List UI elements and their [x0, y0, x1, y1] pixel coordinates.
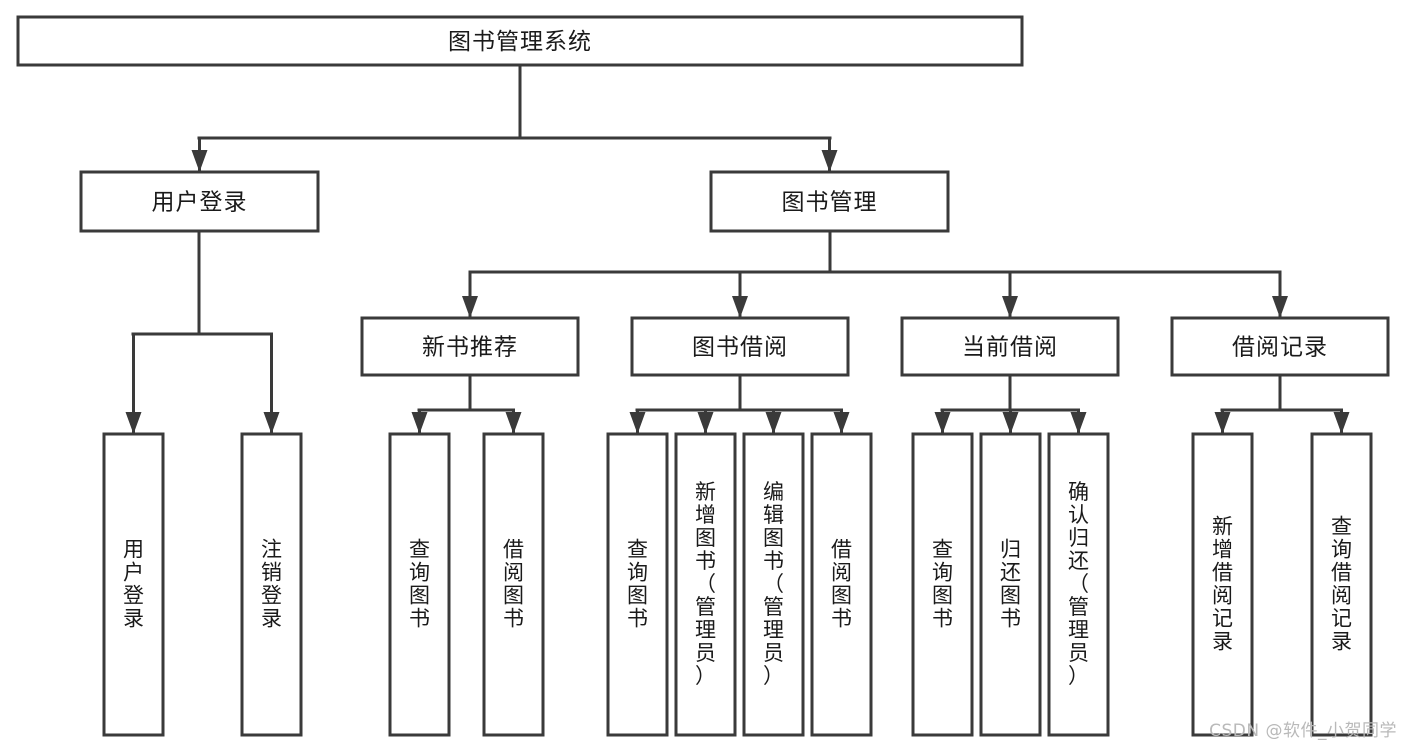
node-label-l2d: 借阅记录 — [1232, 335, 1328, 361]
node-leaf03[interactable]: 查询图书 — [388, 432, 451, 737]
node-box-leaf04 — [482, 432, 545, 737]
node-leaf04[interactable]: 借阅图书 — [482, 432, 545, 737]
node-label-l2a: 新书推荐 — [422, 335, 518, 361]
arrow-icon-leaf01 — [125, 412, 142, 434]
node-box-l1a — [79, 170, 320, 233]
node-label-leaf04: 借阅图书 — [503, 537, 524, 630]
node-box-leaf08 — [810, 432, 873, 737]
arrow-icon-leaf06 — [697, 412, 714, 434]
node-label-leaf01: 用户登录 — [123, 537, 144, 630]
arrow-icon-leaf12 — [1214, 412, 1231, 434]
node-label-leaf10: 归还图书 — [1000, 537, 1021, 630]
arrow-icon-leaf11 — [1070, 412, 1087, 434]
arrow-icon-leaf05 — [629, 412, 646, 434]
node-leaf13[interactable]: 查询借阅记录 — [1310, 432, 1373, 737]
node-label-leaf13: 查询借阅记录 — [1331, 514, 1352, 653]
connector-layer — [125, 63, 1350, 434]
node-box-leaf09 — [911, 432, 974, 737]
node-root[interactable]: 图书管理系统 — [16, 15, 1024, 67]
node-box-leaf11 — [1047, 432, 1110, 737]
node-box-leaf10 — [979, 432, 1042, 737]
node-leaf01[interactable]: 用户登录 — [102, 432, 165, 737]
arrow-icon-l1b — [821, 150, 838, 172]
node-box-l2c — [900, 316, 1120, 377]
node-label-l2c: 当前借阅 — [962, 335, 1058, 361]
node-box-leaf01 — [102, 432, 165, 737]
node-leaf09[interactable]: 查询图书 — [911, 432, 974, 737]
node-leaf10[interactable]: 归还图书 — [979, 432, 1042, 737]
arrow-icon-l2b — [732, 296, 748, 318]
node-label-l2b: 图书借阅 — [692, 335, 788, 361]
node-label-leaf02: 注销登录 — [261, 537, 282, 630]
node-l2d[interactable]: 借阅记录 — [1170, 316, 1390, 377]
arrow-icon-l1a — [191, 150, 208, 172]
node-box-leaf03 — [388, 432, 451, 737]
node-box-leaf05 — [606, 432, 669, 737]
node-box-l2a — [360, 316, 580, 377]
arrow-icon-l2a — [462, 296, 478, 318]
node-label-leaf03: 查询图书 — [409, 537, 430, 630]
csdn-watermark: CSDN @软件_小贺同学 — [1209, 721, 1397, 741]
arrow-icon-leaf03 — [411, 412, 428, 434]
node-box-leaf07 — [742, 432, 805, 737]
arrow-icon-leaf10 — [1002, 412, 1019, 434]
node-label-leaf08: 借阅图书 — [831, 537, 852, 630]
node-box-leaf12 — [1191, 432, 1254, 737]
node-leaf08[interactable]: 借阅图书 — [810, 432, 873, 737]
node-leaf06[interactable]: 新增图书（管理员） — [674, 432, 737, 737]
node-leaf05[interactable]: 查询图书 — [606, 432, 669, 737]
node-label-l1b: 图书管理 — [782, 190, 878, 216]
node-label-leaf06: 新增图书（管理员） — [695, 480, 716, 688]
node-label-root: 图书管理系统 — [448, 29, 592, 55]
arrow-icon-leaf08 — [833, 412, 850, 434]
node-box-l1b — [709, 170, 950, 233]
node-l2a[interactable]: 新书推荐 — [360, 316, 580, 377]
node-label-leaf05: 查询图书 — [627, 537, 648, 630]
arrow-icon-leaf02 — [263, 412, 280, 434]
node-label-leaf11: 确认归还（管理员） — [1068, 480, 1089, 688]
node-leaf12[interactable]: 新增借阅记录 — [1191, 432, 1254, 737]
node-label-leaf09: 查询图书 — [932, 537, 953, 630]
arrow-icon-leaf09 — [934, 412, 951, 434]
node-box-leaf13 — [1310, 432, 1373, 737]
node-l1b[interactable]: 图书管理 — [709, 170, 950, 233]
node-label-leaf07: 编辑图书（管理员） — [763, 480, 784, 688]
node-box-leaf02 — [240, 432, 303, 737]
node-label-leaf12: 新增借阅记录 — [1212, 514, 1233, 653]
node-leaf02[interactable]: 注销登录 — [240, 432, 303, 737]
node-leaf07[interactable]: 编辑图书（管理员） — [742, 432, 805, 737]
node-l2c[interactable]: 当前借阅 — [900, 316, 1120, 377]
node-box-l2d — [1170, 316, 1390, 377]
node-layer: 图书管理系统用户登录图书管理新书推荐图书借阅当前借阅借阅记录用户登录注销登录查询… — [16, 15, 1390, 737]
node-l2b[interactable]: 图书借阅 — [630, 316, 850, 377]
arrow-icon-leaf04 — [505, 412, 522, 434]
arrow-icon-leaf13 — [1333, 412, 1350, 434]
node-box-leaf06 — [674, 432, 737, 737]
arrow-icon-l2d — [1272, 296, 1288, 318]
node-leaf11[interactable]: 确认归还（管理员） — [1047, 432, 1110, 737]
node-label-l1a: 用户登录 — [152, 190, 248, 216]
node-box-l2b — [630, 316, 850, 377]
arrow-icon-l2c — [1002, 296, 1018, 318]
arrow-icon-leaf07 — [765, 412, 782, 434]
node-l1a[interactable]: 用户登录 — [79, 170, 320, 233]
node-box-root — [16, 15, 1024, 67]
